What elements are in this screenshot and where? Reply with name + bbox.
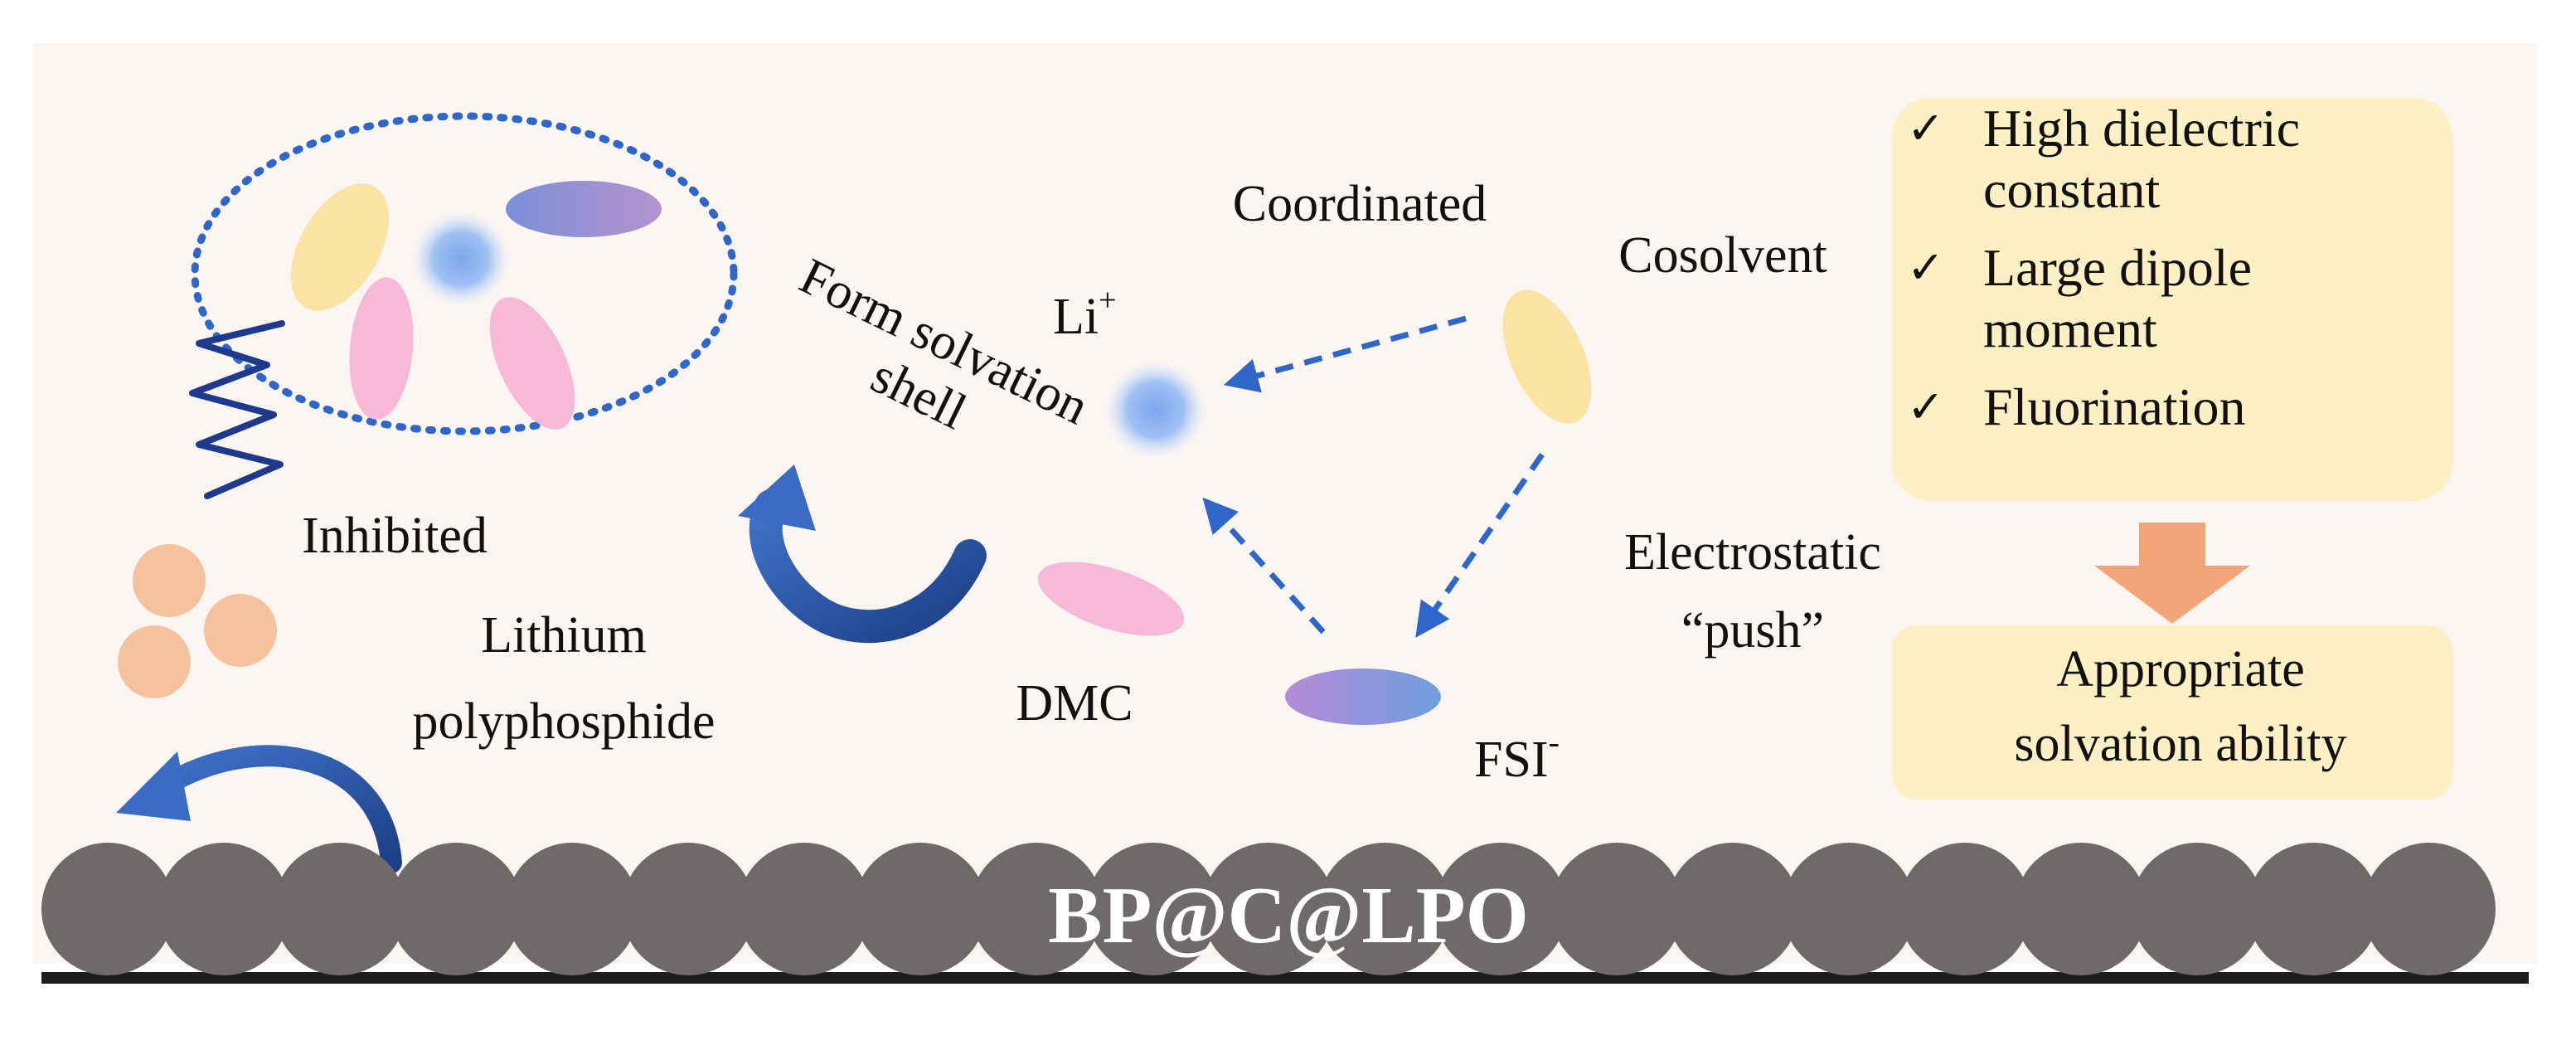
arrow-cosolvent-to-fsi <box>1415 453 1545 638</box>
electrode-particle <box>2131 843 2263 975</box>
electrode-particle <box>274 843 406 975</box>
polyphosphide-particle <box>118 625 191 698</box>
label-push: “push” <box>1681 602 1824 659</box>
check-icon: ✓ <box>1907 241 1945 294</box>
properties-box <box>1892 98 2452 501</box>
electrode-particle <box>1318 843 1451 975</box>
result-line2: solvation ability <box>2014 716 2347 772</box>
electrode-particle <box>158 843 290 975</box>
label-lithium: Lithium <box>481 607 647 664</box>
electrode-particle <box>1666 843 1799 975</box>
property-item: ✓ Fluorination <box>1907 377 2438 438</box>
label-cosolvent: Cosolvent <box>1618 227 1826 284</box>
electrode-particle <box>390 843 522 975</box>
electrode-particle <box>1202 843 1335 975</box>
polyphosphide-particle <box>133 544 206 617</box>
polyphosphide-particle <box>204 594 277 667</box>
curved-arrow-form-shell-head <box>738 464 816 531</box>
label-li: Li+ <box>1053 283 1117 345</box>
shell-fsi-anion <box>506 181 662 237</box>
electrode-particle <box>506 843 638 975</box>
result-box <box>1892 625 2452 800</box>
dmc-molecule <box>1037 562 1185 636</box>
shell-cosolvent-molecule <box>290 183 390 311</box>
label-coordinated: Coordinated <box>1233 176 1487 232</box>
result-line1: Appropriate <box>2056 641 2305 698</box>
property-text: Large dipole moment <box>1983 237 2252 360</box>
solvation-shell-ellipse <box>191 112 738 435</box>
electrode-particle <box>41 843 174 975</box>
electrode-particle <box>2247 843 2380 975</box>
label-inhibited: Inhibited <box>302 508 488 564</box>
electrode-particle <box>2015 843 2147 975</box>
property-item: ✓ High dielectric constant <box>1907 98 2438 221</box>
shell-dmc-molecule-right <box>489 297 575 430</box>
property-text: Fluorination <box>1983 377 2245 438</box>
down-arrow <box>2094 523 2250 624</box>
current-collector-line <box>41 972 2529 984</box>
electrode-particle <box>738 843 871 975</box>
label-dmc: DMC <box>1016 675 1133 732</box>
property-line2: moment <box>1983 299 2157 358</box>
electrode-particles <box>41 843 2496 975</box>
shell-dmc-molecule-left <box>349 277 414 420</box>
electrode-particle <box>622 843 754 975</box>
property-line1: High dielectric <box>1983 99 2301 158</box>
li-ion <box>1104 360 1207 459</box>
label-polyphosphide: polyphosphide <box>412 693 715 750</box>
electrode-particle <box>1783 843 1915 975</box>
check-icon: ✓ <box>1907 381 1945 433</box>
fsi-anion <box>1285 668 1441 725</box>
electrode-particle <box>854 843 987 975</box>
property-text: High dielectric constant <box>1983 98 2300 221</box>
property-item: ✓ Large dipole moment <box>1907 237 2438 360</box>
curved-arrow-left-head <box>116 751 191 821</box>
electrode-particle <box>1086 843 1219 975</box>
electrode-particle <box>1550 843 1683 975</box>
electrode-particle <box>970 843 1103 975</box>
curved-arrow-form-shell <box>749 489 987 644</box>
result-text: Appropriate solvation ability <box>1899 632 2462 781</box>
electrode-particle <box>2363 843 2496 975</box>
polyphosphide-chain-icon <box>189 320 285 499</box>
property-line1: Large dipole <box>1983 238 2253 297</box>
label-fsi: FSI- <box>1474 723 1560 788</box>
shell-li-ion <box>411 211 511 307</box>
check-icon: ✓ <box>1907 102 1945 154</box>
label-electrode: BP@C@LPO <box>1048 871 1529 960</box>
arrow-cosolvent-to-li <box>1223 315 1467 393</box>
curved-arrow-left <box>148 745 402 873</box>
electrode-particle <box>1434 843 1567 975</box>
electrode-particle <box>1899 843 2031 975</box>
properties-list: ✓ High dielectric constant ✓ Large dipol… <box>1907 98 2438 455</box>
label-electrostatic: Electrostatic <box>1624 524 1881 581</box>
property-line1: Fluorination <box>1983 377 2246 436</box>
cosolvent-molecule <box>1502 289 1592 424</box>
property-line2: constant <box>1983 160 2161 219</box>
